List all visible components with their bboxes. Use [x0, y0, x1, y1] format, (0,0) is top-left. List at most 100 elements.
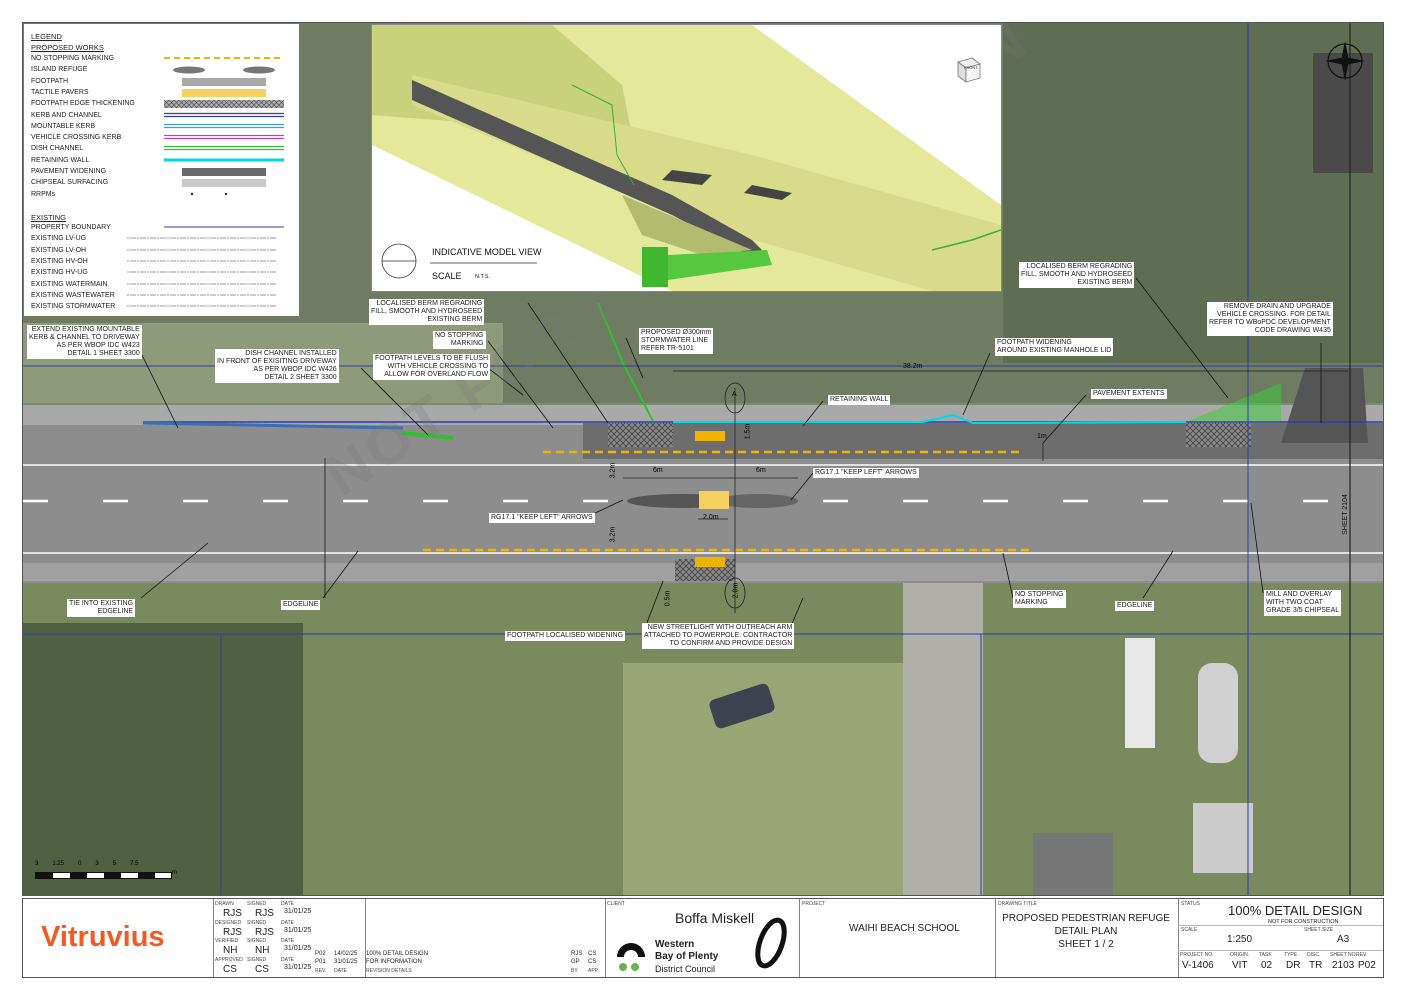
legend-item: DISH CHANNEL	[31, 145, 284, 152]
client-boffa-miskell: Boffa Miskell	[675, 910, 755, 926]
date-label: DATE	[281, 901, 294, 907]
revision-app: CS	[588, 959, 597, 965]
dim-20: 2.0m	[703, 514, 719, 521]
legend-item-label: ISLAND REFUGE	[31, 66, 88, 74]
person-signed: NH	[255, 945, 270, 956]
view-cube[interactable]	[957, 57, 981, 83]
legend-item-label: EXISTING WATERMAIN	[31, 280, 108, 288]
revision-by: GP	[571, 959, 580, 965]
dim-15: 1.5m	[744, 423, 752, 440]
date-label: DATE	[281, 956, 294, 963]
note-berm-regrade-right: LOCALISED BERM REGRADING FILL, SMOOTH AN…	[1019, 262, 1135, 288]
person-date: 31/01/25	[284, 963, 312, 971]
legend-item: FOOTPATH	[31, 77, 266, 86]
scale-bar-graphic	[35, 872, 172, 879]
section-marker-south	[724, 577, 746, 609]
model-view-render	[372, 25, 1001, 291]
dim-20b: 2.0m	[732, 582, 740, 599]
code-label: PROJECT NO.	[1180, 952, 1214, 958]
person-signed: CS	[255, 963, 269, 975]
note-retaining-wall: RETAINING WALL	[828, 395, 891, 405]
revision-app: CS	[588, 951, 597, 957]
legend-item-symbol	[127, 235, 277, 243]
code-label: TASK	[1259, 952, 1272, 958]
person-initials: RJS	[223, 926, 242, 938]
section-marker-north	[724, 382, 746, 414]
legend-item-label: NO STOPPING MARKING	[31, 55, 115, 62]
caravan	[1125, 638, 1155, 748]
drawing-title-line2: DETAIL PLAN	[1054, 926, 1118, 937]
wbop-logo-mark	[613, 939, 649, 977]
legend-item: RETAINING WALL	[31, 157, 284, 164]
project-name: WAIHI BEACH SCHOOL	[849, 923, 960, 934]
model-view-scale-label: SCALE	[432, 271, 462, 281]
person-role: DRAWN	[215, 901, 234, 907]
roof-bottom-right	[1193, 803, 1253, 873]
model-island	[662, 170, 712, 185]
note-edgeline-west: EDGELINE	[281, 600, 321, 610]
code-value: VIT	[1232, 960, 1248, 971]
model-pipe-connection	[668, 250, 772, 280]
legend-item: EXISTING HV-UG	[31, 269, 277, 276]
note-vehicle-crossing: REMOVE DRAIN AND UPGRADE VEHICLE CROSSIN…	[1207, 302, 1333, 336]
revision-header: DATE	[334, 968, 347, 974]
revision-by: RJS	[571, 951, 583, 957]
legend-item-symbol	[164, 55, 284, 63]
boffa-logo	[751, 915, 791, 973]
legend-item-label: VEHICLE CROSSING KERB	[31, 134, 122, 142]
drawing-title-line3: SHEET 1 / 2	[1058, 939, 1114, 950]
note-footpath-local-widening: FOOTPATH LOCALISED WIDENING	[505, 631, 626, 641]
legend-item-symbol	[164, 88, 284, 99]
person-signed: RJS	[255, 908, 274, 919]
note-streetlight: NEW STREETLIGHT WITH OUTREACH ARM ATTACH…	[642, 623, 795, 649]
model-contour-2	[571, 84, 635, 186]
legend-item-symbol	[127, 247, 277, 255]
person-initials: RJS	[223, 908, 242, 919]
legend-item-label: EXISTING LV-UG	[31, 235, 87, 243]
scale-label: SCALE	[1181, 927, 1198, 933]
code-value: V-1406	[1182, 960, 1214, 971]
legend-item-symbol	[127, 303, 277, 311]
person-role: DESIGNED	[215, 919, 242, 926]
legend-item-symbol	[127, 269, 277, 277]
client-label: CLIENT	[607, 901, 625, 907]
person-date: 31/01/25	[284, 926, 312, 934]
parked-car	[709, 683, 775, 729]
revision-rev: P02	[315, 951, 326, 957]
footpath-thickening-1	[608, 423, 673, 447]
legend-item-symbol	[164, 123, 284, 131]
model-pipe	[642, 247, 668, 287]
dish-channel	[400, 431, 454, 440]
legend-item-label: CHIPSEAL SURFACING	[31, 179, 109, 187]
note-stormwater: PROPOSED Ø300mm STORMWATER LINE REFER TR…	[639, 328, 714, 354]
signed-label: SIGNED	[247, 919, 267, 926]
dim-1: 1m	[1037, 433, 1047, 440]
code-value: 2103	[1332, 960, 1355, 971]
legend-item-symbol	[164, 100, 284, 110]
scale-tick: 1.25	[52, 861, 65, 867]
legend-item-symbol	[127, 292, 277, 300]
model-view-inset[interactable]: INDICATIVE MODEL VIEW SCALE N.T.S. FRONT	[371, 24, 1002, 292]
legend-item: EXISTING STORMWATER	[31, 303, 277, 311]
tactile-pavers-north	[695, 431, 725, 441]
legend-item-symbol	[164, 134, 284, 142]
leader-lines	[134, 277, 1322, 634]
person-role: APPROVED	[215, 956, 243, 963]
mountable-kerb	[142, 421, 404, 430]
legend-item: PROPERTY BOUNDARY	[31, 224, 284, 231]
legend-item-symbol	[164, 66, 284, 76]
dim-32a: 3.2m	[609, 462, 617, 479]
drawing-viewport[interactable]: NOT FOR CONSTRUCTION 38.2m 6m 6m 2.0m 1.…	[22, 22, 1384, 896]
stormwater-line	[597, 302, 654, 422]
legend-item-symbol	[164, 191, 284, 199]
revision-header: REV.	[315, 968, 327, 974]
legend-item-label: FOOTPATH	[31, 77, 69, 85]
code-value: TR	[1309, 960, 1323, 971]
revision-header: APP.	[588, 968, 599, 974]
trees-bottom-left	[23, 623, 303, 895]
legend-item-symbol	[164, 168, 284, 178]
company-logo: Vitruvius	[41, 921, 165, 953]
dim-05: 0.5m	[664, 590, 672, 607]
legend-item-label: EXISTING STORMWATER	[31, 303, 116, 311]
dim-32b: 3.2m	[609, 526, 617, 543]
